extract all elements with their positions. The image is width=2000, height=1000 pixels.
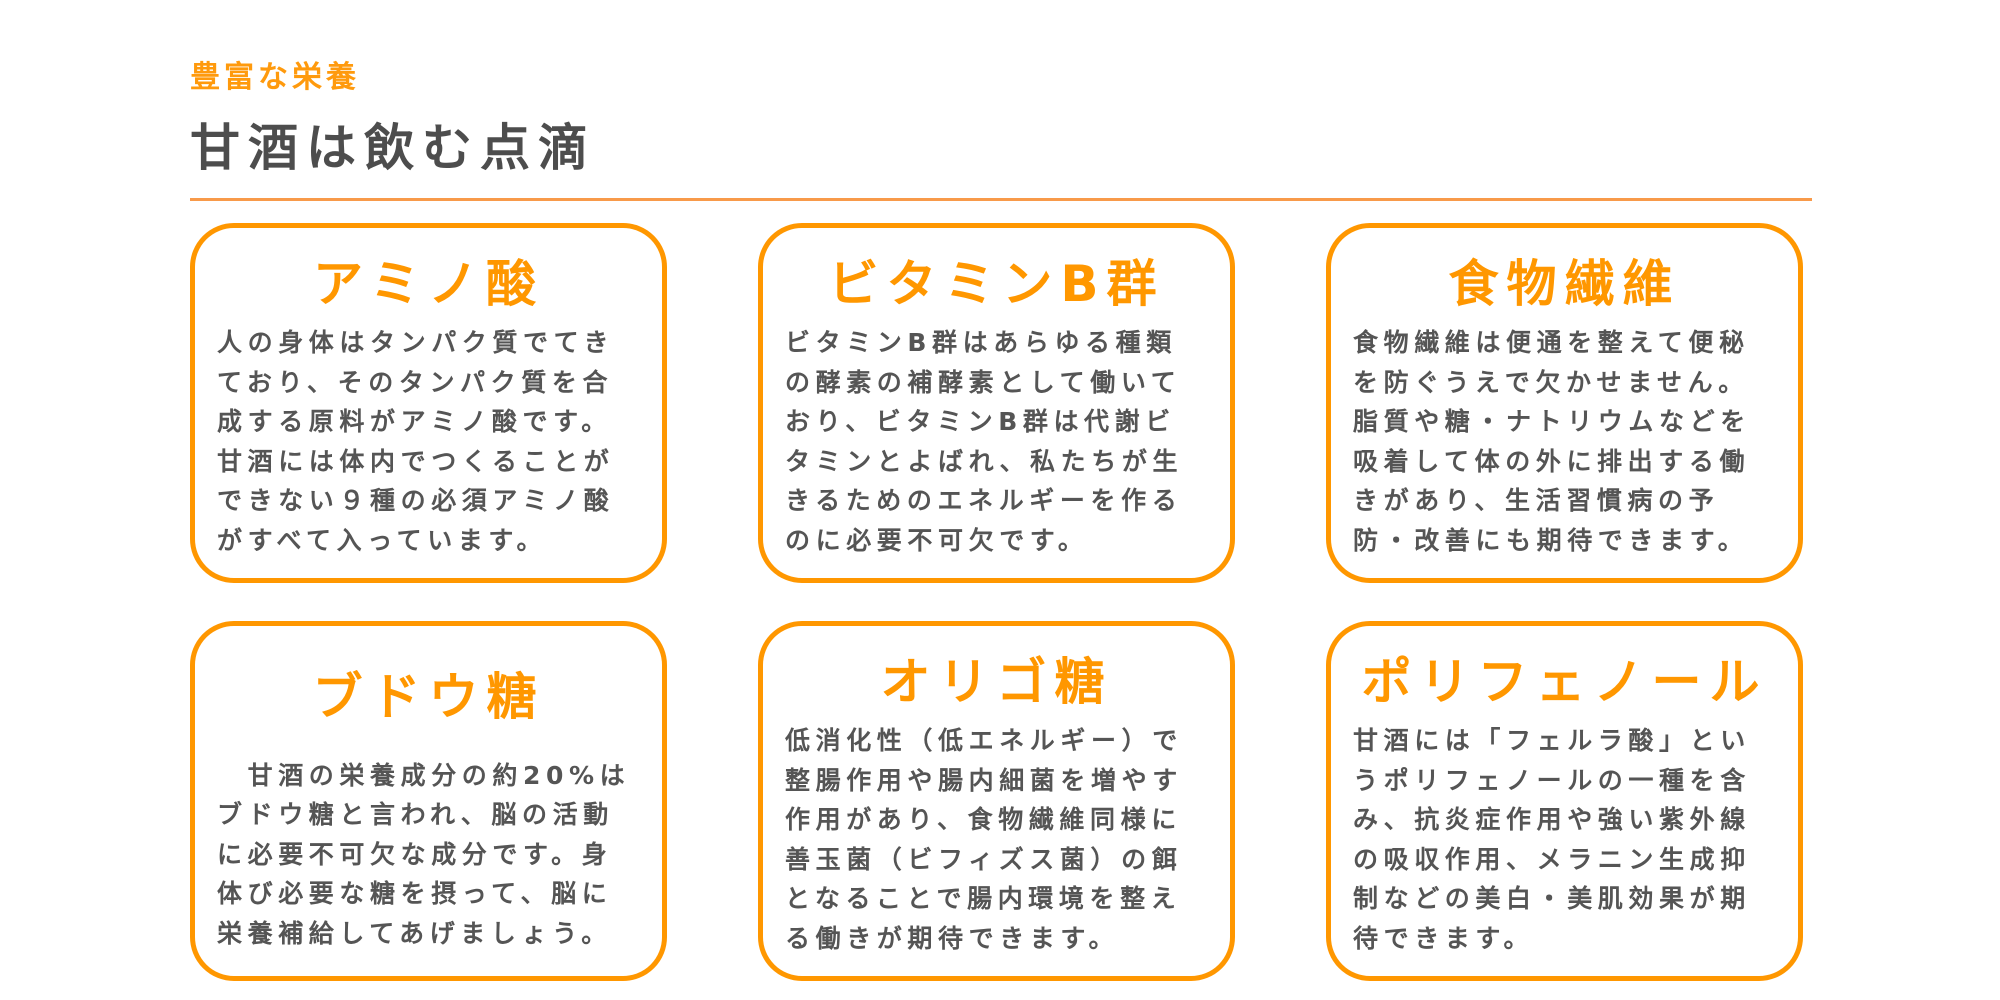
nutrient-card: ビタミンB群ビタミンB群はあらゆる種類の酵素の補酵素として働いており、ビタミンB… bbox=[758, 223, 1235, 583]
card-body-line: きがあり、生活習慣病の予 bbox=[1353, 486, 1720, 515]
card-body-line: となることで腸内環境を整え bbox=[785, 884, 1182, 913]
card-body-line: の酵素の補酵素として働いて bbox=[785, 367, 1182, 397]
page-title: 甘酒は飲む点滴 bbox=[190, 119, 596, 177]
card-body-line: る働きが期待できます。 bbox=[785, 923, 1120, 953]
card-body: 甘酒の栄養成分の約20%はブドウ糖と言われ、脳の活動に必要不可欠な成分です。身体… bbox=[195, 751, 662, 976]
card-body: 甘酒には「フェルラ酸」というポリフェノールの一種を含み、抗炎症作用や強い紫外線の… bbox=[1331, 721, 1798, 976]
card-body-line: 人の身体はタンパク質でてき bbox=[217, 328, 615, 357]
card-body-line: 整腸作用や腸内細菌を増やす bbox=[785, 765, 1183, 795]
card-body-line: きるためのエネルギーを作る bbox=[785, 486, 1183, 515]
card-title: ブドウ糖 bbox=[312, 667, 545, 726]
card-body-line: 甘酒の栄養成分の約20%は bbox=[217, 760, 631, 790]
card-body-line: ビタミンB群はあらゆる種類 bbox=[785, 328, 1177, 357]
card-body-line: の吸収作用、メラニン生成抑 bbox=[1353, 844, 1751, 874]
card-body-line: み、抗炎症作用や強い紫外線 bbox=[1353, 805, 1751, 834]
nutrient-card: ブドウ糖 甘酒の栄養成分の約20%はブドウ糖と言われ、脳の活動に必要不可欠な成分… bbox=[190, 621, 667, 981]
card-title: ポリフェノール bbox=[1361, 652, 1768, 711]
card-body-line: 吸着して体の外に排出する働 bbox=[1353, 446, 1751, 476]
card-body-line: 食物繊維は便通を整えて便秘 bbox=[1353, 328, 1750, 357]
card-body-line: うポリフェノールの一種を含 bbox=[1353, 765, 1751, 795]
card-body-line: おり、ビタミンB群は代謝ビ bbox=[785, 407, 1176, 436]
card-title: オリゴ糖 bbox=[880, 652, 1113, 711]
card-title: 食物繊維 bbox=[1448, 254, 1681, 313]
card-body-line: に必要不可欠な成分です。身 bbox=[217, 839, 613, 869]
section-eyebrow: 豊富な栄養 bbox=[190, 60, 360, 95]
card-body: 低消化性（低エネルギー）で整腸作用や腸内細菌を増やす作用があり、食物繊維同様に善… bbox=[763, 721, 1230, 976]
card-body: ビタミンB群はあらゆる種類の酵素の補酵素として働いており、ビタミンB群は代謝ビタ… bbox=[763, 323, 1230, 578]
card-body-line: 制などの美白・美肌効果が期 bbox=[1353, 884, 1751, 913]
card-body-line: ブドウ糖と言われ、脳の活動 bbox=[217, 800, 614, 830]
card-title: ビタミンB群 bbox=[828, 254, 1165, 313]
card-body-line: 甘酒には体内でつくることが bbox=[217, 446, 615, 476]
card-body-line: 善玉菌（ビフィズス菌）の餌 bbox=[785, 844, 1183, 874]
card-body: 人の身体はタンパク質でてきており、そのタンパク質を合成する原料がアミノ酸です。甘… bbox=[195, 323, 662, 578]
card-body-line: ており、そのタンパク質を合 bbox=[217, 367, 614, 397]
card-body-line: 脂質や糖・ナトリウムなどを bbox=[1353, 407, 1751, 436]
card-body: 食物繊維は便通を整えて便秘を防ぐうえで欠かせません。脂質や糖・ナトリウムなどを吸… bbox=[1331, 323, 1798, 578]
card-body-line: できない９種の必須アミノ酸 bbox=[217, 486, 615, 515]
card-body-line: 体び必要な糖を摂って、脳に bbox=[217, 879, 613, 909]
card-body-line: 作用があり、食物繊維同様に bbox=[785, 805, 1182, 834]
divider bbox=[190, 198, 1812, 201]
card-body-line: タミンとよばれ、私たちが生 bbox=[785, 446, 1184, 476]
card-title: アミノ酸 bbox=[313, 254, 544, 313]
card-body-line: 甘酒には「フェルラ酸」とい bbox=[1353, 726, 1751, 755]
nutrient-card: ポリフェノール甘酒には「フェルラ酸」というポリフェノールの一種を含み、抗炎症作用… bbox=[1326, 621, 1803, 981]
card-body-line: 防・改善にも期待できます。 bbox=[1353, 525, 1749, 555]
nutrient-card: 食物繊維食物繊維は便通を整えて便秘を防ぐうえで欠かせません。脂質や糖・ナトリウム… bbox=[1326, 223, 1803, 583]
card-body-line: を防ぐうえで欠かせません。 bbox=[1353, 367, 1749, 397]
card-body-line: 栄養補給してあげましょう。 bbox=[217, 918, 612, 948]
card-body-line: のに必要不可欠です。 bbox=[785, 525, 1089, 555]
card-body-line: 待できます。 bbox=[1353, 923, 1535, 953]
nutrient-card: オリゴ糖低消化性（低エネルギー）で整腸作用や腸内細菌を増やす作用があり、食物繊維… bbox=[758, 621, 1235, 981]
card-body-line: 低消化性（低エネルギー）で bbox=[785, 726, 1183, 755]
card-body-line: がすべて入っています。 bbox=[217, 525, 548, 555]
card-body-line: 成する原料がアミノ酸です。 bbox=[217, 407, 612, 436]
nutrient-card: アミノ酸人の身体はタンパク質でてきており、そのタンパク質を合成する原料がアミノ酸… bbox=[190, 223, 667, 583]
